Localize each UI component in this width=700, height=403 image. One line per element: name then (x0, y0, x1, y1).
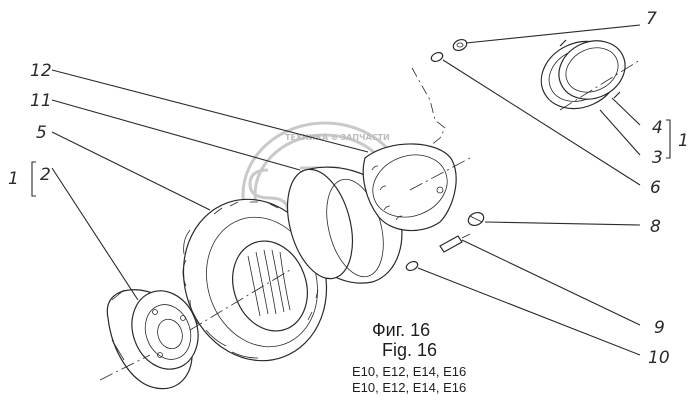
callout-3: 3 (652, 148, 663, 168)
callout-9: 9 (654, 318, 665, 338)
figure-caption-en: Fig. 16 (382, 340, 437, 360)
watermark-text: ТЕХНИКА ⊗ ЗАПЧАСТИ (285, 133, 390, 142)
inner-tube (362, 143, 457, 232)
valve-stem (439, 233, 471, 253)
bracket-left (31, 161, 36, 197)
washer-small (405, 260, 419, 272)
callout-11: 11 (30, 91, 52, 111)
bracket-right (666, 119, 671, 159)
callout-4: 4 (652, 118, 663, 138)
callout-6: 6 (650, 178, 661, 198)
callout-5: 5 (36, 123, 47, 143)
models-line-1: E10, E12, E14, E16 (352, 364, 466, 379)
tyre (182, 198, 328, 362)
valve-axis-line (411, 67, 446, 147)
callout-1-right: 1 (678, 131, 689, 151)
callout-7: 7 (646, 9, 657, 29)
callout-12: 12 (30, 61, 52, 81)
valve-nut (467, 211, 485, 227)
nut-top (452, 38, 468, 52)
models-line-2: E10, E12, E14, E16 (352, 380, 466, 395)
callout-10: 10 (648, 348, 670, 368)
wheel-rim (106, 289, 199, 390)
center-axis-line (99, 59, 641, 381)
leader-lines (51, 24, 641, 356)
callout-8: 8 (650, 217, 661, 237)
callout-2: 2 (40, 165, 51, 185)
figure-caption-ru: Фиг. 16 (372, 320, 430, 340)
lock-rings (540, 39, 626, 110)
valve-cap (430, 51, 444, 63)
callout-1-left: 1 (8, 169, 19, 189)
